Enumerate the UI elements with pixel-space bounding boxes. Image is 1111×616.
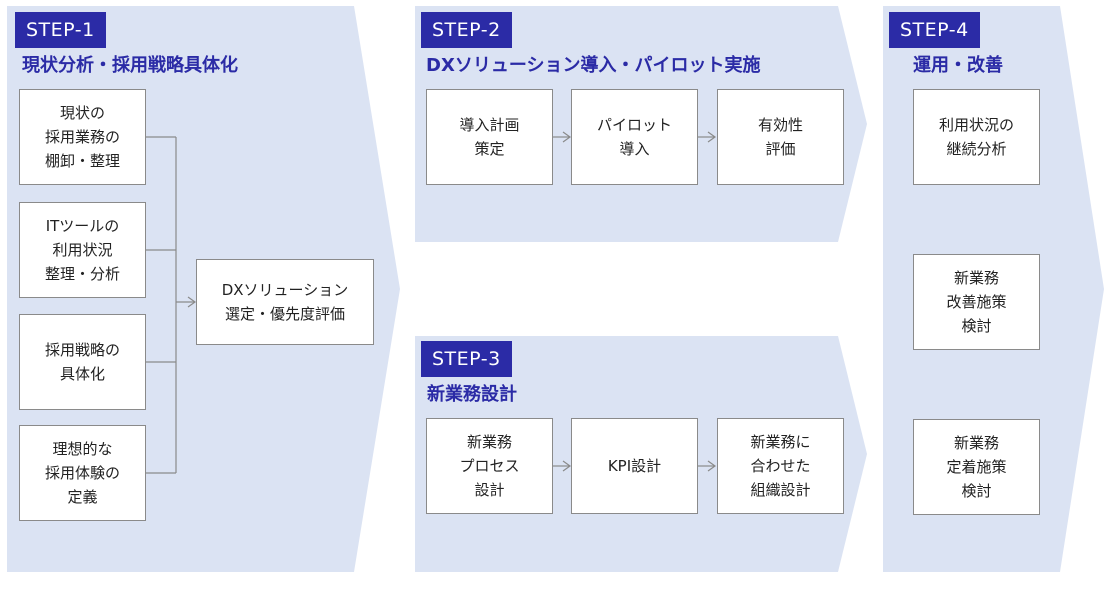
step4-item-improvement: 新業務改善施策検討	[913, 254, 1040, 350]
step2-item-pilot: パイロット導入	[571, 89, 698, 185]
step2-item-plan: 導入計画策定	[426, 89, 553, 185]
step4-item-adoption: 新業務定着施策検討	[913, 419, 1040, 515]
step1-item-strategy: 採用戦略の具体化	[19, 314, 146, 410]
step4-badge: STEP-4	[889, 12, 980, 48]
step1-item-it-tools: ITツールの利用状況整理・分析	[19, 202, 146, 298]
step2-badge: STEP-2	[421, 12, 512, 48]
step1-badge: STEP-1	[15, 12, 106, 48]
step3-title: 新業務設計	[427, 384, 517, 405]
step3-item-kpi: KPI設計	[571, 418, 698, 514]
step1-item-experience: 理想的な採用体験の定義	[19, 425, 146, 521]
step1-result-dx-selection: DXソリューション選定・優先度評価	[196, 259, 374, 345]
step1-title: 現状分析・採用戦略具体化	[22, 55, 238, 76]
step2-title: DXソリューション導入・パイロット実施	[426, 55, 761, 76]
step4-item-usage-analysis: 利用状況の継続分析	[913, 89, 1040, 185]
step3-item-process: 新業務プロセス設計	[426, 418, 553, 514]
step2-item-evaluation: 有効性評価	[717, 89, 844, 185]
step1-item-inventory: 現状の採用業務の棚卸・整理	[19, 89, 146, 185]
step3-badge: STEP-3	[421, 341, 512, 377]
step3-item-organization: 新業務に合わせた組織設計	[717, 418, 844, 514]
step4-title: 運用・改善	[913, 55, 1003, 76]
